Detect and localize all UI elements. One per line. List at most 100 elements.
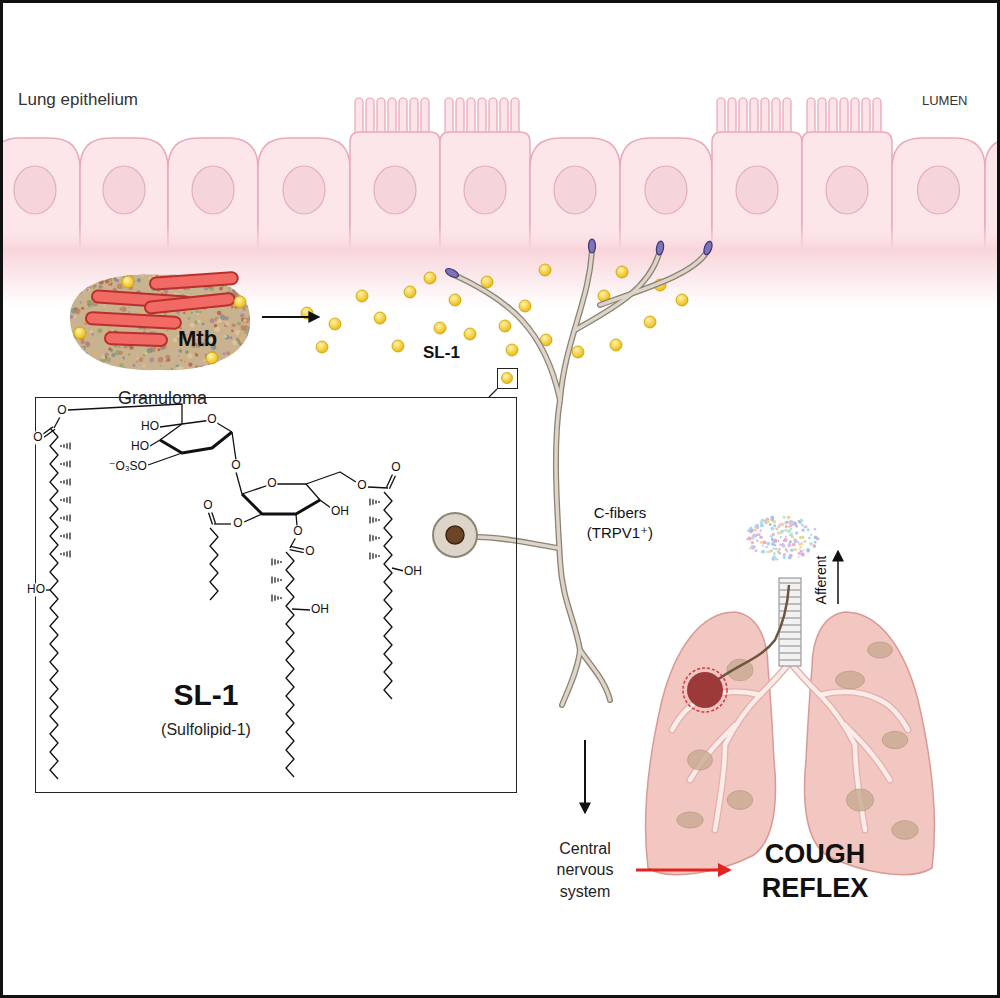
aerosol-droplet xyxy=(807,528,810,531)
texture-speck xyxy=(155,331,157,333)
texture-speck xyxy=(107,272,112,277)
texture-speck xyxy=(210,287,214,291)
bronchus xyxy=(855,745,865,830)
texture-speck xyxy=(85,359,90,364)
texture-speck xyxy=(177,334,181,338)
hashed-bond xyxy=(375,500,376,504)
texture-speck xyxy=(71,278,76,283)
texture-speck xyxy=(89,330,92,333)
aerosol-droplet xyxy=(783,516,785,518)
aerosol-droplet xyxy=(783,555,785,557)
hashed-bond xyxy=(66,515,67,520)
chemical-bond xyxy=(160,424,182,427)
molecule-subtitle: (Sulfolipid-1) xyxy=(161,721,251,739)
texture-speck xyxy=(248,326,251,329)
aerosol-droplet xyxy=(791,533,793,535)
texture-speck xyxy=(143,364,146,367)
texture-speck xyxy=(238,366,240,368)
texture-speck xyxy=(77,347,79,349)
texture-speck xyxy=(82,299,85,302)
texture-speck xyxy=(238,274,241,277)
texture-speck xyxy=(217,318,222,323)
texture-speck xyxy=(89,285,91,287)
texture-speck xyxy=(80,302,82,304)
texture-speck xyxy=(78,290,82,294)
hashed-bond xyxy=(369,498,370,505)
texture-speck xyxy=(128,311,130,313)
aerosol-droplet xyxy=(771,538,774,541)
aerosol-droplet xyxy=(766,517,768,519)
texture-speck xyxy=(141,273,143,275)
lung-granuloma xyxy=(836,671,865,689)
texture-speck xyxy=(89,276,92,279)
reflex-arrow xyxy=(636,869,729,872)
texture-speck xyxy=(173,338,178,343)
hashed-bond xyxy=(280,597,281,599)
molecule-title: SL-1 xyxy=(173,678,238,713)
texture-speck xyxy=(224,335,228,339)
trachea-ring xyxy=(779,596,801,598)
texture-speck xyxy=(234,292,237,295)
cell-nucleus xyxy=(736,166,778,214)
hashed-bond xyxy=(378,501,379,503)
texture-speck xyxy=(246,369,251,374)
trachea-ring xyxy=(779,659,801,661)
chemical-bond xyxy=(242,484,320,500)
cell-nucleus xyxy=(826,166,868,214)
atom-label: O xyxy=(206,413,217,426)
texture-speck xyxy=(240,366,243,369)
aerosol-droplet xyxy=(792,548,795,551)
chemical-bond xyxy=(242,494,320,514)
bronchus-outline xyxy=(715,745,725,830)
texture-speck xyxy=(97,328,102,333)
aerosol-droplet xyxy=(799,521,802,524)
bronchus xyxy=(715,745,725,830)
aerosol-droplet xyxy=(801,553,805,557)
aerosol-droplet xyxy=(751,541,754,544)
hashed-bond xyxy=(66,479,67,484)
atom-label: ⁻O₃SO xyxy=(108,460,148,473)
sl1-dot xyxy=(610,339,622,351)
texture-speck xyxy=(237,350,240,353)
hashed-bond xyxy=(69,496,70,503)
texture-speck xyxy=(242,307,245,310)
inset-ground xyxy=(35,397,517,793)
nerve-fiber xyxy=(562,650,580,705)
texture-speck xyxy=(247,333,250,336)
texture-speck xyxy=(74,315,77,318)
aerosol-droplet xyxy=(806,549,810,553)
texture-speck xyxy=(186,294,188,296)
texture-speck xyxy=(203,359,205,361)
atom-label: OH xyxy=(403,565,423,578)
hashed-bond xyxy=(63,552,64,556)
texture-speck xyxy=(204,339,207,342)
aerosol-droplet xyxy=(795,531,799,535)
aerosol-droplet xyxy=(750,528,754,532)
granuloma xyxy=(66,270,255,377)
texture-speck xyxy=(243,292,247,296)
aerosol-droplet xyxy=(801,543,803,545)
texture-speck xyxy=(143,354,146,357)
texture-speck xyxy=(130,357,133,360)
texture-speck xyxy=(224,335,229,340)
texture-speck xyxy=(123,358,125,360)
aerosol-droplet xyxy=(756,526,760,530)
lung-granuloma xyxy=(882,731,908,748)
sl1-dot xyxy=(404,286,416,298)
texture-speck xyxy=(204,334,208,338)
texture-speck xyxy=(167,358,170,361)
texture-speck xyxy=(239,342,242,345)
aerosol-droplet xyxy=(775,548,777,550)
aerosol-droplet xyxy=(813,544,817,548)
atom-label: HO xyxy=(140,420,160,433)
sl1-dot xyxy=(539,264,551,276)
texture-speck xyxy=(193,344,195,346)
texture-speck xyxy=(76,369,80,373)
hashed-bond xyxy=(69,460,70,467)
texture-speck xyxy=(117,283,122,288)
texture-speck xyxy=(69,368,74,373)
texture-speck xyxy=(77,355,80,358)
texture-speck xyxy=(206,372,209,375)
chemical-bond xyxy=(208,513,212,525)
